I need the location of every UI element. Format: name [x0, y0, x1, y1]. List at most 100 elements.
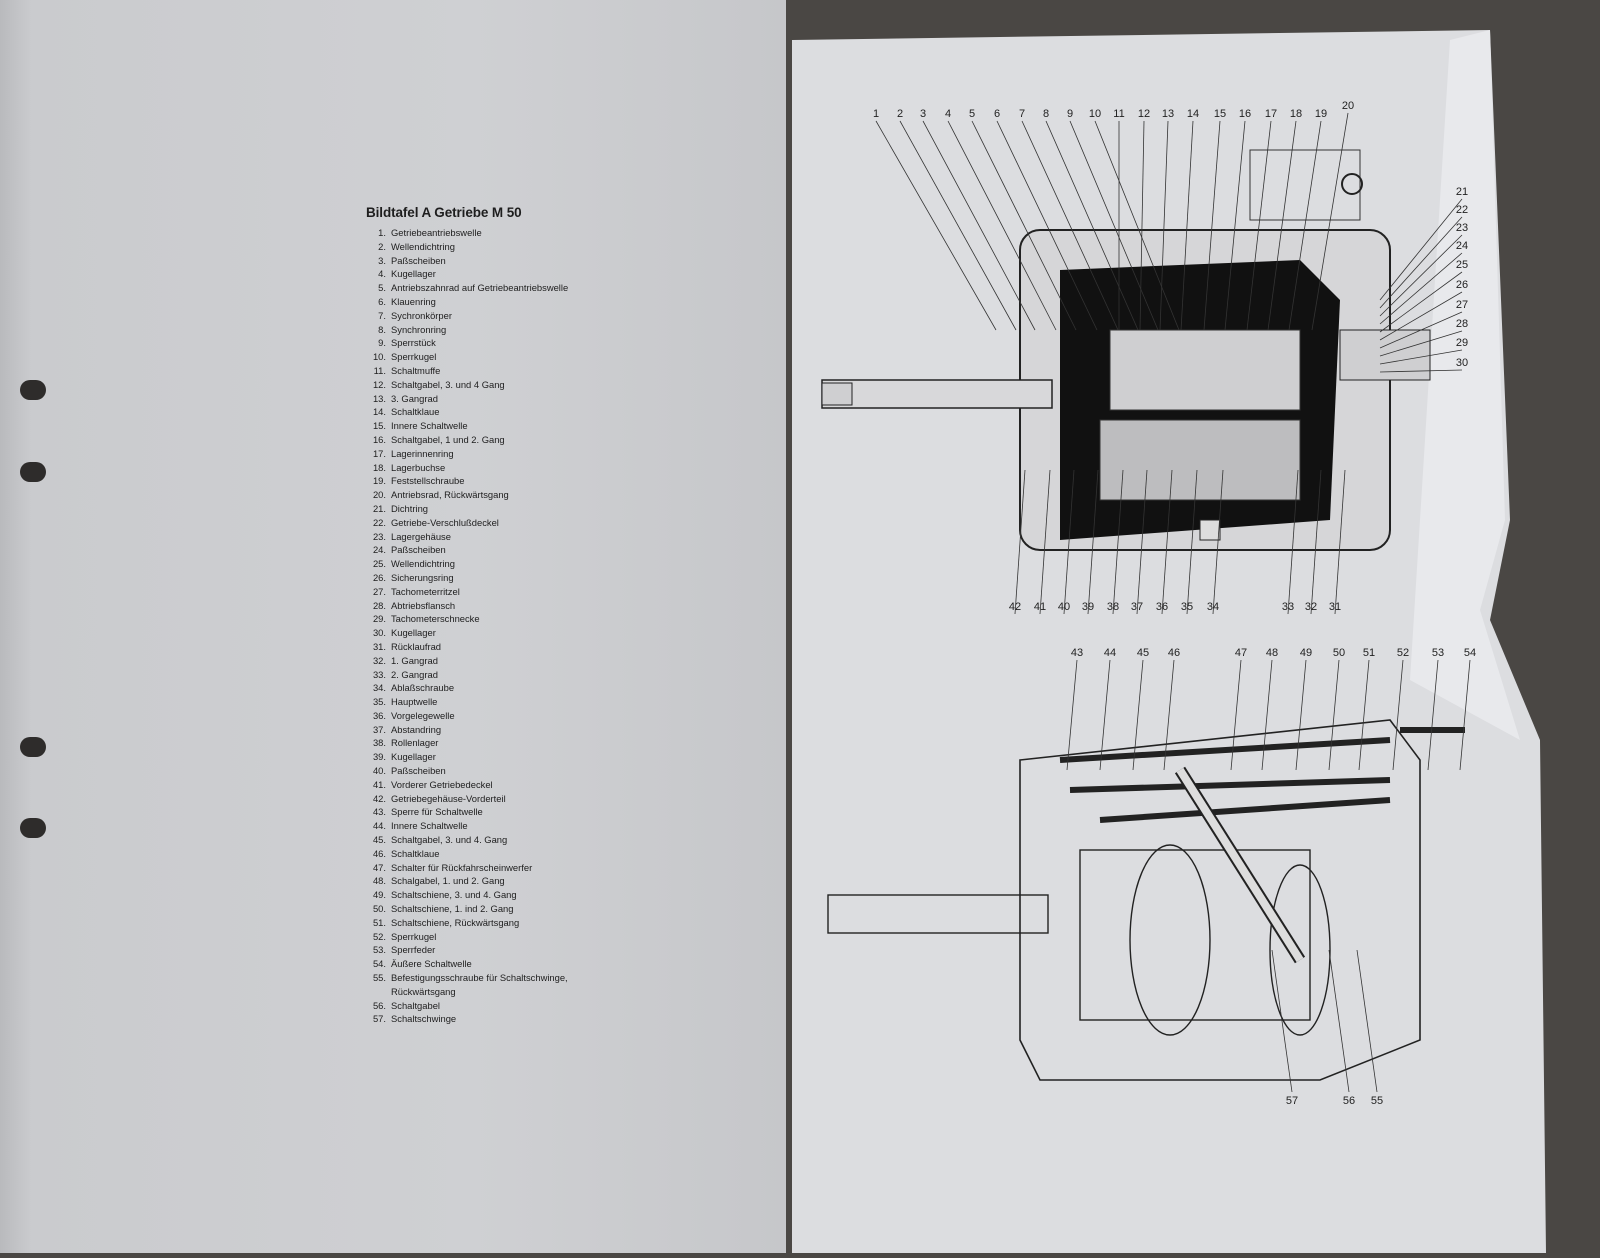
legend-item: 41.Vorderer Getriebedeckel: [362, 778, 631, 792]
callout-number: 11: [1113, 108, 1124, 120]
callout-number: 29: [1456, 337, 1468, 349]
legend-item: 45.Schaltgabel, 3. und 4. Gang: [362, 833, 631, 847]
legend-item: 4.Kugellager: [362, 267, 631, 281]
leader-line: [996, 120, 1098, 331]
leader-line: [1246, 120, 1272, 331]
legend-item-label: Lagerbuchse: [391, 461, 446, 473]
leader-line: [1379, 349, 1463, 365]
legend-item: 9. Sperrstück: [362, 336, 631, 350]
legend-item-label: Paßscheiben: [391, 254, 446, 266]
legend-item: 31.Rücklaufrad: [362, 640, 631, 654]
callout-number: 50: [1333, 647, 1345, 659]
legend-item-number: 39.: [372, 751, 386, 763]
legend-item-number: 26.: [372, 571, 386, 583]
callout-number: 32: [1305, 601, 1317, 613]
callout-number: 48: [1266, 647, 1278, 659]
leader-line: [1271, 949, 1293, 1093]
legend-item-number: 51.: [372, 916, 386, 928]
callout-number: 38: [1107, 601, 1119, 613]
binder-hole: [20, 380, 46, 400]
legend-item-label: Tachometerritzel: [391, 585, 460, 597]
legend-item-label: Rollenlager: [391, 737, 439, 749]
legend-item-number: 28.: [372, 599, 386, 611]
parts-legend: Bildtafel A Getriebe M 50 1.Getriebeantr…: [362, 205, 631, 1026]
legend-item-label: Kugellager: [391, 751, 436, 763]
callout-number: 53: [1432, 647, 1444, 659]
legend-item: 32.1. Gangrad: [362, 654, 631, 668]
leader-line: [899, 120, 1017, 331]
legend-item-label: Paßscheiben: [391, 765, 446, 777]
callout-number: 35: [1181, 601, 1193, 613]
leader-line: [1186, 469, 1198, 615]
leader-line: [1039, 469, 1051, 615]
binder-hole: [20, 818, 46, 838]
legend-item-number: 47.: [372, 861, 386, 873]
legend-item: 53.Sperrfeder: [362, 943, 631, 957]
leader-line: [1287, 469, 1299, 615]
legend-item-label: Sperrstück: [391, 337, 436, 349]
legend-item-number: 42.: [372, 792, 386, 804]
legend-item-label: Wellendichtring: [391, 558, 455, 570]
callout-number: 26: [1456, 279, 1468, 291]
legend-item-label: Synchronring: [391, 323, 447, 335]
callout-number: 23: [1456, 222, 1468, 234]
legend-item-label: Klauenring: [391, 295, 436, 307]
legend-item-label: 3. Gangrad: [391, 392, 438, 404]
legend-item-number: 35.: [372, 696, 386, 708]
leader-line: [1358, 659, 1370, 771]
leader-line: [1099, 659, 1111, 771]
legend-item-number: 11.: [373, 364, 386, 376]
shift-mechanism-drawing: [827, 719, 1465, 1081]
callout-number: 10: [1089, 108, 1101, 120]
legend-item: 35.Hauptwelle: [362, 695, 631, 709]
leader-line: [1136, 469, 1148, 615]
legend-title: Bildtafel A Getriebe M 50: [366, 205, 522, 220]
legend-item-label: Schaltklaue: [391, 847, 440, 859]
leader-line: [1379, 234, 1463, 317]
legend-item-label: Lagergehäuse: [391, 530, 451, 542]
legend-item-number: 21.: [372, 502, 386, 514]
leader-line: [1310, 469, 1322, 615]
leader-line: [1066, 659, 1078, 771]
callout-number: 24: [1456, 240, 1468, 252]
leader-line: [1087, 469, 1099, 615]
leader-line: [1356, 949, 1378, 1093]
legend-item-number: 40.: [372, 765, 386, 777]
leader-line: [1203, 120, 1221, 331]
legend-item: 40. Paßscheiben: [362, 764, 631, 778]
callout-number: 25: [1456, 259, 1468, 271]
legend-item: 30.Kugellager: [362, 626, 631, 640]
legend-item-number: 13.: [372, 392, 386, 404]
legend-item-label: Schaltgabel, 3. und 4 Gang: [391, 378, 505, 390]
legend-item-number: 33.: [372, 668, 386, 680]
legend-item-label: Antriebsrad, Rückwärtsgang: [391, 489, 509, 501]
legend-item-label: Schaltgabel: [391, 999, 440, 1011]
leader-line: [1379, 311, 1463, 349]
callout-number: 33: [1282, 601, 1294, 613]
legend-item-label: Sperrkugel: [391, 930, 437, 942]
legend-item-number: 54.: [372, 958, 386, 970]
legend-item-label: Schaltschiene, 3. und 4. Gang: [391, 889, 517, 901]
legend-item-number: 15.: [372, 420, 386, 432]
legend-item: 8.Synchronring: [362, 323, 631, 337]
legend-item-number: 34.: [372, 682, 386, 694]
legend-item: 23.Lagergehäuse: [362, 530, 631, 544]
legend-item-number: 18.: [372, 461, 386, 473]
callout-number: 8: [1043, 108, 1049, 120]
legend-item: 21.Dichtring: [362, 502, 631, 516]
leader-line: [1334, 469, 1346, 615]
legend-item: 52.Sperrkugel: [362, 930, 631, 944]
legend-item: 57.Schaltschwinge: [362, 1012, 631, 1026]
legend-item: 54.Äußere Schaltwelle: [362, 957, 631, 971]
legend-item-number: 9.: [378, 337, 386, 349]
legend-item: 42.Getriebegehäuse-Vorderteil: [362, 792, 631, 806]
legend-item-label: 2. Gangrad: [391, 668, 438, 680]
legend-item-number: 16.: [372, 433, 386, 445]
legend-item: 44.Innere Schaltwelle: [362, 819, 631, 833]
legend-item-number: 12.: [372, 378, 386, 390]
callout-number: 7: [1019, 108, 1025, 120]
callout-number: 34: [1207, 601, 1219, 613]
legend-item: 49.Schaltschiene, 3. und 4. Gang: [362, 888, 631, 902]
callout-number: 1: [873, 108, 879, 120]
